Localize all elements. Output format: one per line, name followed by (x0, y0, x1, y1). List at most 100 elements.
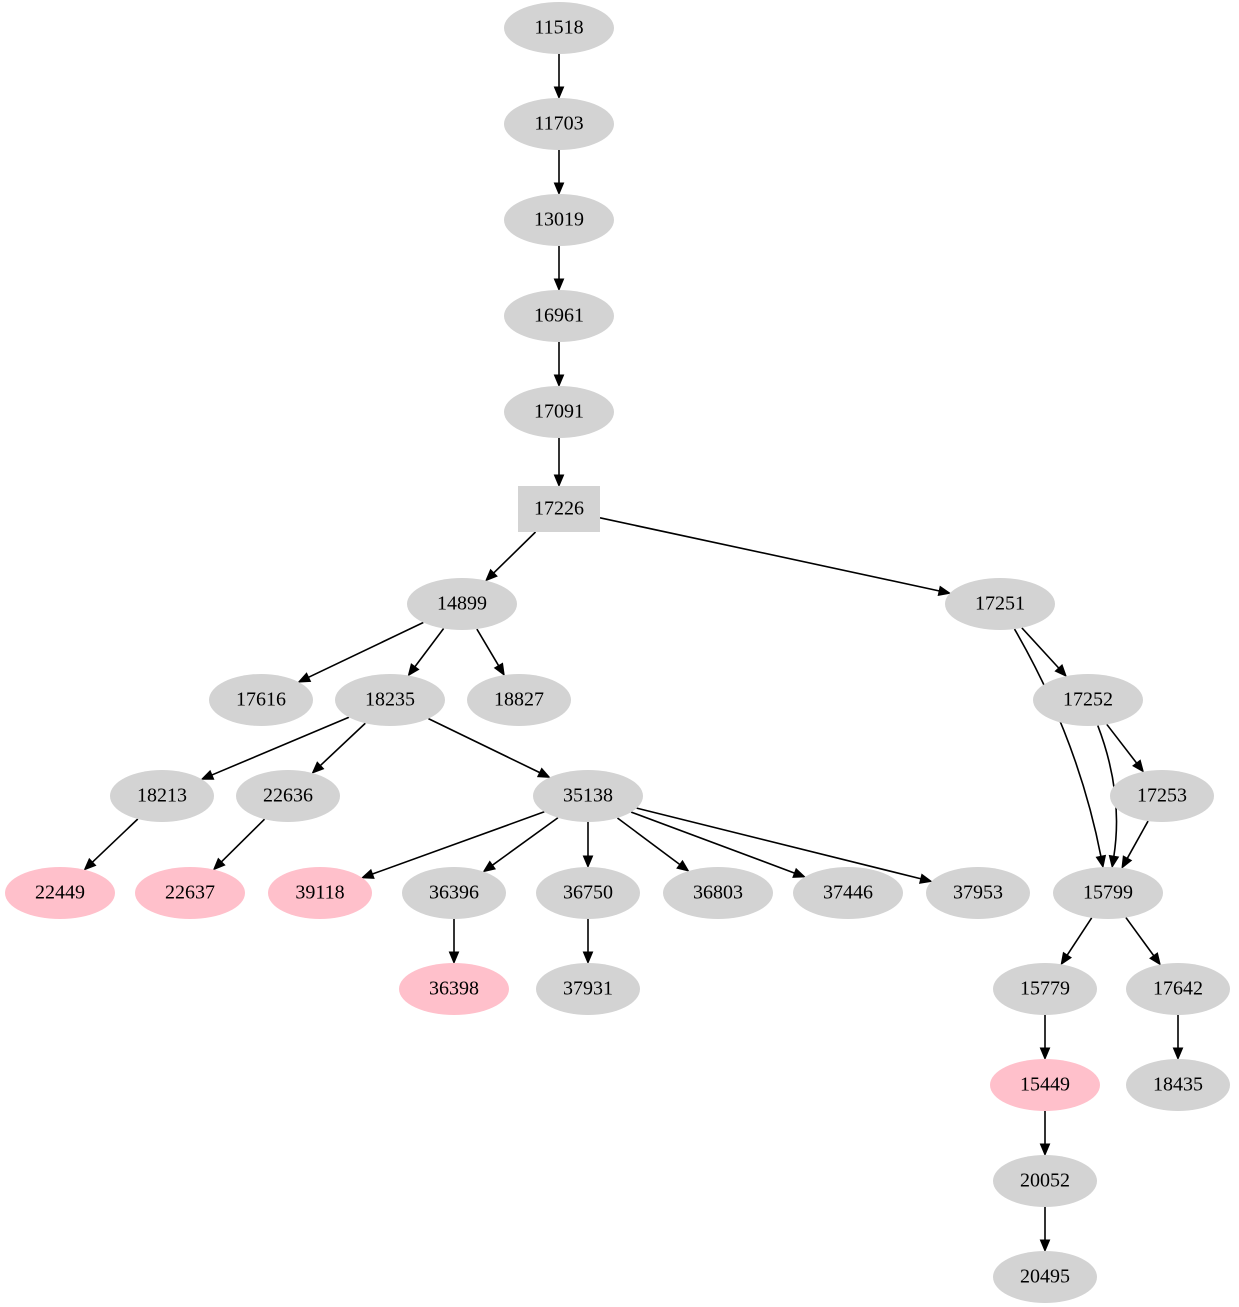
graph-node-15449[interactable]: 15449 (990, 1059, 1100, 1111)
graph-edge[interactable] (428, 717, 551, 778)
graph-node-17252[interactable]: 17252 (1033, 674, 1143, 726)
graph-edge[interactable] (553, 438, 565, 488)
graph-node-35138[interactable]: 35138 (533, 770, 643, 822)
node-label: 20052 (1020, 1170, 1070, 1192)
node-ellipse-shape (945, 578, 1055, 630)
graph-edge[interactable] (311, 722, 366, 774)
graph-edge[interactable] (212, 818, 266, 871)
graph-edge[interactable] (482, 817, 559, 873)
node-label: 15779 (1020, 978, 1070, 1000)
edge-arrowhead (1095, 854, 1107, 869)
graph-node-20495[interactable]: 20495 (993, 1251, 1097, 1303)
graph-node-17642[interactable]: 17642 (1126, 963, 1230, 1015)
graph-edge[interactable] (484, 531, 537, 582)
graph-edge[interactable] (1039, 1111, 1051, 1157)
graph-node-17091[interactable]: 17091 (504, 386, 614, 438)
graph-node-18213[interactable]: 18213 (110, 770, 214, 822)
graph-node-20052[interactable]: 20052 (993, 1155, 1097, 1207)
graph-edge[interactable] (476, 628, 505, 677)
graph-edge[interactable] (1125, 917, 1161, 966)
node-label: 13019 (534, 209, 584, 231)
graph-node-15779[interactable]: 15779 (993, 963, 1097, 1015)
edge-line (1125, 820, 1149, 860)
graph-edge[interactable] (83, 818, 139, 871)
node-ellipse-shape (536, 867, 640, 919)
graph-node-11703[interactable]: 11703 (504, 98, 614, 150)
graph-node-36750[interactable]: 36750 (536, 867, 640, 919)
graph-edge[interactable] (1172, 1015, 1184, 1061)
graph-edge[interactable] (582, 822, 594, 869)
edge-line (428, 717, 542, 774)
graph-node-22449[interactable]: 22449 (5, 867, 115, 919)
graph-node-18827[interactable]: 18827 (467, 674, 571, 726)
edge-arrowhead (297, 672, 312, 683)
graph-edge[interactable] (407, 628, 445, 677)
graph-node-11518[interactable]: 11518 (504, 2, 614, 54)
graph-node-17616[interactable]: 17616 (209, 674, 313, 726)
graph-edge[interactable] (616, 817, 690, 872)
edge-line (318, 722, 366, 768)
graph-edge[interactable] (599, 517, 952, 597)
node-ellipse-shape (793, 867, 903, 919)
graph-node-36398[interactable]: 36398 (399, 963, 509, 1015)
graph-edge[interactable] (1106, 723, 1145, 773)
graph-node-18235[interactable]: 18235 (335, 674, 445, 726)
edge-arrowhead (792, 867, 807, 878)
edge-line (490, 817, 559, 867)
graph-edge[interactable] (1021, 627, 1068, 678)
graph-node-37953[interactable]: 37953 (926, 867, 1030, 919)
graph-node-37446[interactable]: 37446 (793, 867, 903, 919)
graph-node-17253[interactable]: 17253 (1110, 770, 1214, 822)
node-ellipse-shape (407, 578, 517, 630)
edge-arrowhead (1060, 951, 1072, 966)
graph-edge[interactable] (1013, 628, 1107, 869)
graph-edge[interactable] (297, 621, 424, 683)
graph-node-13019[interactable]: 13019 (504, 194, 614, 246)
graph-node-37931[interactable]: 37931 (536, 963, 640, 1015)
edge-arrowhead (1132, 759, 1145, 773)
node-label: 11703 (534, 113, 583, 135)
edge-arrowhead (484, 568, 498, 582)
edge-arrowhead (918, 873, 933, 884)
edge-line (599, 517, 941, 593)
graph-edge[interactable] (630, 811, 807, 878)
node-ellipse-shape (504, 98, 614, 150)
graph-edge[interactable] (448, 919, 460, 965)
edge-arrowhead (1172, 1047, 1184, 1061)
graph-edge[interactable] (1121, 820, 1149, 869)
edge-line (413, 628, 445, 669)
graph-edge[interactable] (553, 342, 565, 388)
graph-edge[interactable] (553, 150, 565, 196)
node-ellipse-shape (1033, 674, 1143, 726)
graph-node-22636[interactable]: 22636 (236, 770, 340, 822)
graph-edge[interactable] (360, 811, 545, 879)
graph-node-39118[interactable]: 39118 (268, 867, 372, 919)
graph-node-17251[interactable]: 17251 (945, 578, 1055, 630)
edge-line (1021, 627, 1061, 670)
node-ellipse-shape (268, 867, 372, 919)
graph-node-36396[interactable]: 36396 (402, 867, 506, 919)
graph-node-16961[interactable]: 16961 (504, 290, 614, 342)
graph-edge[interactable] (1039, 1015, 1051, 1061)
graph-edge[interactable] (1039, 1207, 1051, 1253)
graph-node-18435[interactable]: 18435 (1126, 1059, 1230, 1111)
graph-edge[interactable] (553, 246, 565, 292)
node-label: 11518 (534, 17, 583, 39)
node-label: 17253 (1137, 785, 1187, 807)
graph-node-17226[interactable]: 17226 (518, 486, 600, 532)
graph-edge[interactable] (1060, 917, 1093, 966)
graph-edge[interactable] (582, 919, 594, 965)
graph-node-22637[interactable]: 22637 (135, 867, 245, 919)
graph-edge[interactable] (200, 716, 350, 780)
graph-node-14899[interactable]: 14899 (407, 578, 517, 630)
graph-node-15799[interactable]: 15799 (1053, 867, 1163, 919)
node-layer: 11518 11703 13019 16961 17091 17226 14899 17251… (5, 2, 1230, 1303)
node-ellipse-shape (467, 674, 571, 726)
node-label: 17226 (534, 498, 584, 520)
edge-arrowhead (1121, 855, 1133, 869)
edge-arrowhead (1039, 1239, 1051, 1253)
edge-arrowhead (1054, 664, 1068, 678)
graph-edge[interactable] (636, 807, 933, 884)
graph-edge[interactable] (553, 54, 565, 100)
graph-node-36803[interactable]: 36803 (663, 867, 773, 919)
